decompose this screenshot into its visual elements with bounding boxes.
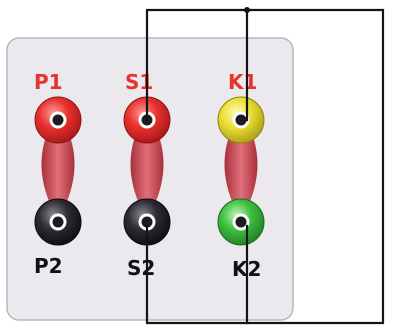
terminal-label-p2: P2 bbox=[34, 254, 63, 278]
wire-s1-to-top bbox=[145, 8, 385, 325]
shorting-link-k bbox=[224, 122, 258, 208]
terminal-k1[interactable] bbox=[217, 96, 265, 144]
terminal-label-s2: S2 bbox=[127, 256, 155, 280]
terminal-p1[interactable] bbox=[34, 96, 82, 144]
jack-hole bbox=[141, 216, 153, 228]
jack-hole bbox=[235, 216, 247, 228]
shorting-link-p bbox=[41, 122, 75, 208]
wiring bbox=[145, 8, 385, 325]
terminal-label-p1: P1 bbox=[34, 70, 63, 94]
jack-hole bbox=[235, 114, 247, 126]
terminal-s2[interactable] bbox=[123, 198, 171, 246]
terminal-label-s1: S1 bbox=[125, 70, 153, 94]
jack-hole bbox=[52, 114, 64, 126]
terminal-label-k1: K1 bbox=[228, 70, 257, 94]
jack-hole bbox=[52, 216, 64, 228]
terminal-k2[interactable] bbox=[217, 198, 265, 246]
shorting-link-s bbox=[130, 122, 164, 208]
wire-junction-top bbox=[244, 7, 250, 13]
terminal-p2[interactable] bbox=[34, 198, 82, 246]
